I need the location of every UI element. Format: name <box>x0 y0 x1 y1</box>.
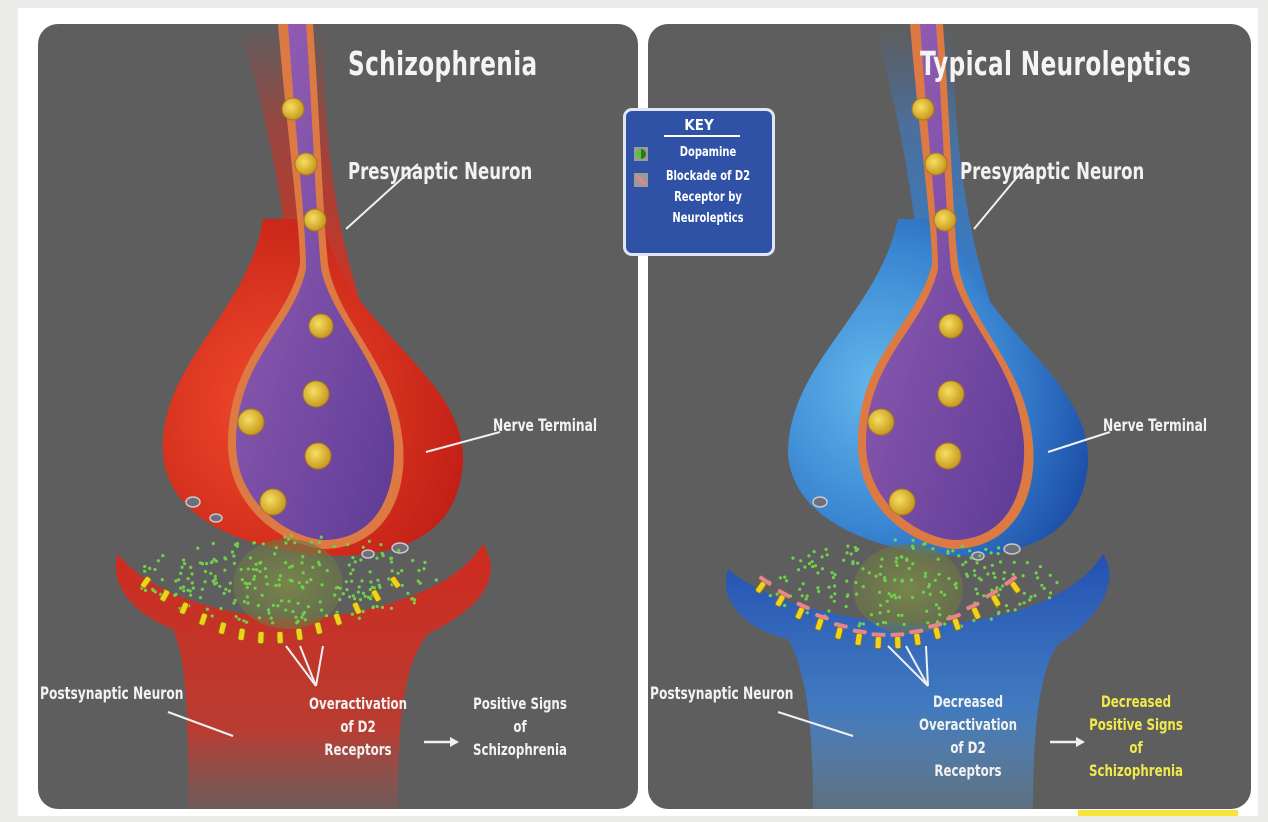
key-divider <box>664 135 740 137</box>
blocked-d2-receptor <box>985 589 1002 608</box>
dopamine-vesicle <box>308 313 334 339</box>
blocked-d2-receptor <box>1004 575 1021 594</box>
d2-receptor <box>370 589 382 603</box>
blocked-d2-receptor <box>774 589 791 608</box>
dopamine-vesicle <box>237 408 265 436</box>
d2-receptor <box>198 612 208 626</box>
postsynaptic-neuron-label: Postsynaptic Neuron <box>650 684 794 704</box>
presynaptic-neuron-label: Presynaptic Neuron <box>960 159 1145 185</box>
key-item-label: Receptor by <box>674 190 742 205</box>
highlight-bar <box>1078 810 1238 816</box>
blocked-d2-receptor <box>871 632 886 650</box>
blocked-d2-receptor <box>890 632 905 650</box>
figure-frame: Schizophrenia Presynaptic Neuron Nerve T… <box>18 8 1258 816</box>
dopamine-vesicle <box>302 380 330 408</box>
blockade-swatch-icon <box>634 173 648 187</box>
d2-receptor <box>276 631 284 645</box>
presynaptic-neuron-label: Presynaptic Neuron <box>348 159 533 185</box>
schizophrenia-synapse-illustration <box>115 24 501 809</box>
d2-receptor <box>179 601 190 615</box>
d2-receptor <box>333 612 343 626</box>
d2-receptor <box>140 576 152 589</box>
terminal-interior <box>236 24 395 540</box>
dopamine-vesicle <box>303 208 327 232</box>
receptor-status-text: Overactivation of D2 Receptors <box>308 694 408 759</box>
neuroleptics-synapse-illustration <box>725 24 1111 809</box>
dopamine-vesicle <box>888 488 916 516</box>
d2-receptor <box>257 631 265 645</box>
dopamine-vesicle <box>934 442 962 470</box>
dopamine-vesicle <box>259 488 287 516</box>
postsynaptic-neuron-label: Postsynaptic Neuron <box>40 684 184 704</box>
blocked-d2-receptor <box>909 628 924 646</box>
dopamine-vesicle <box>294 152 318 176</box>
receptor-status-text: Decreased Overactivation of D2 Receptors <box>918 692 1018 780</box>
dopamine-swatch-icon <box>634 147 648 161</box>
blocked-d2-receptor <box>947 612 962 631</box>
dopamine-vesicle <box>867 408 895 436</box>
dopamine-vesicle <box>933 208 957 232</box>
d2-receptor <box>159 589 171 603</box>
d2-receptor <box>218 621 227 635</box>
key-item-label: Blockade of D2 <box>665 169 751 184</box>
blocked-d2-receptor <box>852 628 867 646</box>
dopamine-vesicle <box>938 313 964 339</box>
blocked-d2-receptor <box>928 622 943 640</box>
key-title: KEY <box>684 116 714 134</box>
blocked-d2-receptor <box>794 601 810 620</box>
dopamine-vesicle <box>924 152 948 176</box>
d2-receptor <box>237 627 246 641</box>
postsynaptic-neuron <box>115 544 491 809</box>
panel-title: Schizophrenia <box>348 44 538 83</box>
d2-receptor <box>389 576 401 589</box>
outcome-text: Decreased Positive Signs of Schizophreni… <box>1088 692 1184 780</box>
outcome-text: Positive Signs of Schizophrenia <box>472 694 568 759</box>
blocked-d2-receptor <box>814 612 829 631</box>
dopamine-vesicle <box>911 97 935 121</box>
d2-receptor <box>295 627 304 641</box>
blocked-d2-receptor <box>966 601 982 620</box>
key-item-label: Neuroleptics <box>672 211 744 226</box>
dopamine-vesicle <box>281 97 305 121</box>
panel-title: Typical Neuroleptics <box>920 44 1192 83</box>
schizophrenia-panel: Schizophrenia Presynaptic Neuron Nerve T… <box>38 24 638 809</box>
nerve-terminal-label: Nerve Terminal <box>493 416 598 436</box>
blocked-d2-receptor <box>833 622 848 640</box>
dopamine-vesicle <box>304 442 332 470</box>
key-item-label: Dopamine <box>679 145 737 160</box>
terminal-interior <box>866 24 1025 540</box>
blocked-d2-receptor <box>755 575 772 594</box>
d2-receptor <box>351 601 362 615</box>
key-legend: KEY Dopamine Blockade of D2 Receptor by … <box>623 108 775 256</box>
dopamine-vesicle <box>937 380 965 408</box>
nerve-terminal-label: Nerve Terminal <box>1103 416 1208 436</box>
d2-receptor <box>314 621 323 635</box>
